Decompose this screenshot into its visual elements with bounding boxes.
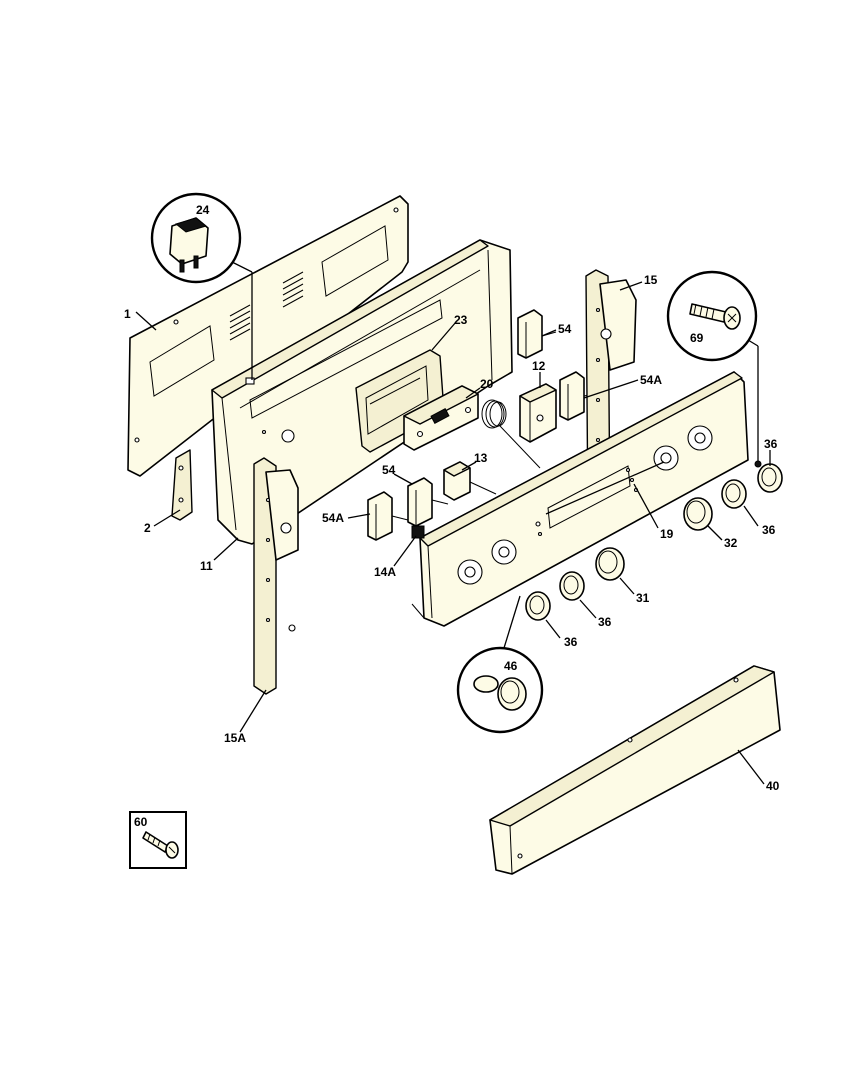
component-part-13 — [443, 461, 497, 501]
switch-part-54A-lower — [367, 491, 409, 541]
label-36-b: 36 — [762, 523, 776, 537]
trim-part-40 — [489, 665, 781, 875]
label-54A-lower: 54A — [322, 511, 344, 525]
label-11: 11 — [200, 559, 213, 573]
label-54A-upper: 54A — [640, 373, 662, 387]
control-panel-part-19 — [411, 371, 749, 627]
label-69: 69 — [690, 331, 704, 345]
part-labels: 24 1 23 54 15 69 12 54A 20 36 13 54 54A … — [124, 203, 780, 829]
knob-part-32 — [683, 497, 713, 531]
switch-part-54-lower — [407, 477, 449, 527]
label-13: 13 — [474, 451, 488, 465]
vent-slots-right — [282, 271, 304, 308]
component-part-14A — [411, 525, 425, 539]
label-46: 46 — [504, 659, 518, 673]
label-12: 12 — [532, 359, 546, 373]
vent-slots-left — [229, 304, 251, 341]
back-panel-part-1 — [127, 195, 409, 477]
leader-lines — [135, 281, 771, 785]
label-15A: 15A — [224, 731, 246, 745]
label-60: 60 — [134, 815, 148, 829]
label-23: 23 — [454, 313, 468, 327]
label-31: 31 — [636, 591, 650, 605]
label-36-d: 36 — [564, 635, 578, 649]
bracket-part-2 — [171, 449, 193, 521]
detail-box-60-screw — [129, 811, 187, 869]
label-36-a: 36 — [764, 437, 778, 451]
label-20: 20 — [480, 377, 494, 391]
label-32: 32 — [724, 536, 738, 550]
label-54-upper: 54 — [558, 322, 572, 336]
knob-part-31 — [595, 547, 625, 581]
switch-part-54-upper — [517, 309, 557, 359]
label-2: 2 — [144, 521, 151, 535]
side-bracket-part-15A — [253, 457, 299, 695]
knob-part-36-d — [525, 591, 551, 621]
label-24: 24 — [196, 203, 210, 217]
callout-24-rocker-switch — [150, 192, 253, 380]
label-15: 15 — [644, 273, 658, 287]
switch-part-12 — [519, 383, 557, 443]
label-1: 1 — [124, 307, 131, 321]
label-14A: 14A — [374, 565, 396, 579]
label-19: 19 — [660, 527, 674, 541]
label-40: 40 — [766, 779, 780, 793]
knob-part-36-a — [757, 463, 783, 493]
clock-control-part-20 — [403, 385, 479, 451]
switch-part-54A-upper — [559, 371, 605, 421]
callout-69-screw — [666, 270, 762, 468]
label-36-c: 36 — [598, 615, 612, 629]
wire-coil — [481, 399, 541, 469]
callout-46-knob-detail — [456, 595, 544, 734]
knob-part-36-c — [559, 571, 585, 601]
knob-part-36-b — [721, 479, 747, 509]
label-54-lower: 54 — [382, 463, 396, 477]
